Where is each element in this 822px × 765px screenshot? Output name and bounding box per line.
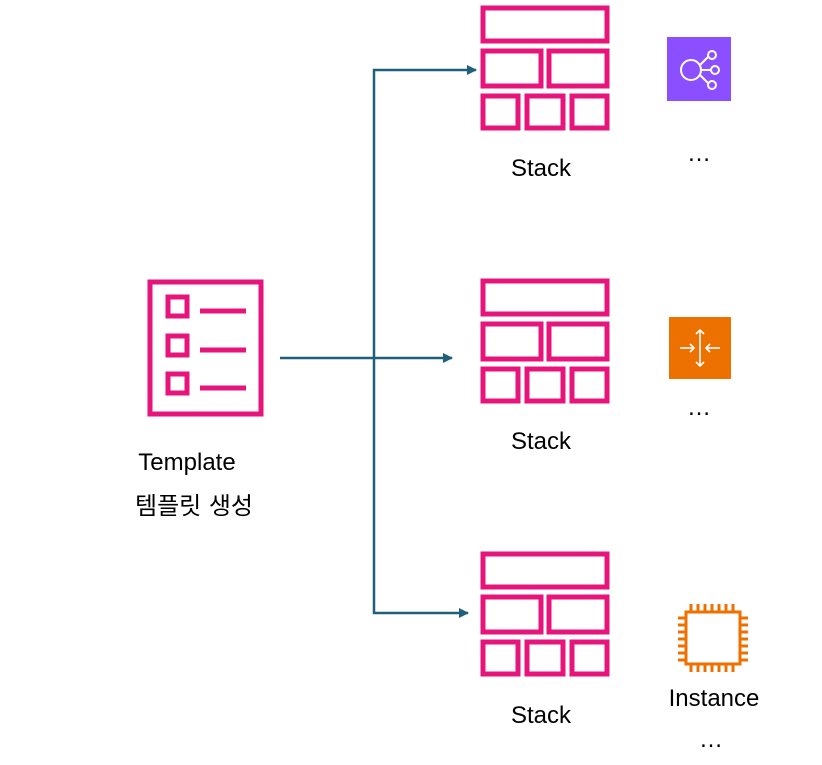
resource-ellipsis: … [687, 394, 711, 421]
instance-chip-icon [678, 604, 748, 672]
resource-ellipsis: … [687, 140, 711, 167]
connectors [280, 65, 477, 618]
template-sublabel: 템플릿 생성 [134, 492, 254, 520]
load-balancer-icon [669, 317, 731, 379]
stack-icon [480, 551, 610, 677]
arrow-to-stack-3 [372, 358, 469, 618]
network-hub-icon [667, 37, 731, 101]
template-label: Template [138, 449, 236, 476]
instance-label: Instance [668, 685, 760, 712]
resource-ellipsis: … [699, 726, 723, 753]
stack-label: Stack [510, 428, 572, 455]
stack-icon [480, 5, 610, 131]
stack-label: Stack [510, 155, 572, 182]
stack-label: Stack [510, 702, 572, 729]
stack-icon [480, 278, 610, 404]
checklist-icon [147, 279, 264, 417]
arrow-to-stack-1 [372, 65, 477, 358]
